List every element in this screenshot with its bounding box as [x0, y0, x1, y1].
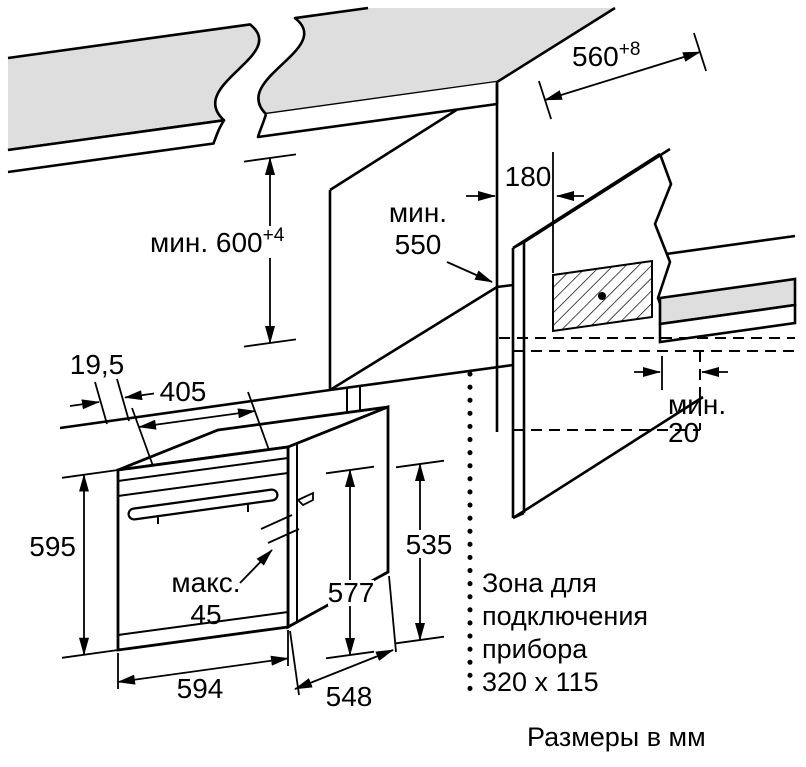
- connection-zone-text-3: прибора: [482, 634, 588, 664]
- label-top-width: 405: [160, 376, 207, 407]
- niche-cabinet: [59, 84, 514, 434]
- label-handle-depth-1: макс.: [171, 567, 240, 598]
- countertop-right-face: [658, 303, 797, 344]
- label-backings: [146, 226, 462, 606]
- label-rear-gap-2: 20: [668, 417, 699, 448]
- countertop-right: [653, 153, 797, 344]
- worktop-front-right: [256, 82, 499, 139]
- label-front-width: 594: [177, 673, 224, 704]
- label-niche-depth-1: мин.: [389, 197, 447, 228]
- units-note: Размеры в мм: [527, 722, 706, 752]
- dim-handle-depth: [239, 514, 300, 584]
- label-socket-offset: 180: [505, 161, 552, 192]
- label-inner-height: 577: [328, 577, 375, 608]
- labels: 560+8 180 мин. 550 мин. 600+4 мин. 20 19…: [29, 39, 726, 752]
- label-rear-gap-1: мин.: [668, 389, 726, 420]
- dim-body-depth: [289, 575, 397, 696]
- label-niche-width: 560+8: [572, 39, 640, 72]
- dim-frame-offset: [69, 378, 155, 425]
- dim-socket-offset: [466, 152, 584, 273]
- dim-niche-width: [538, 32, 707, 120]
- connection-zone-text-4: 320 x 115: [482, 667, 599, 697]
- oven-handle: [127, 488, 279, 524]
- dim-front-height: [61, 469, 119, 659]
- label-niche-depth-2: 550: [395, 229, 442, 260]
- label-body-depth: 548: [326, 681, 373, 712]
- connection-zone-text-1: Зона для: [482, 568, 597, 598]
- label-front-height: 595: [29, 531, 76, 562]
- hidden-edges: [499, 337, 795, 431]
- label-body-height: 535: [406, 529, 453, 560]
- worktop: [7, 6, 616, 174]
- oven-side-latch: [296, 491, 314, 507]
- dim-rear-gap: [634, 356, 728, 390]
- connection-zone-hatch: [552, 259, 653, 333]
- dim-niche-depth-leader: [446, 261, 493, 283]
- oven: [116, 404, 390, 652]
- label-niche-height: мин. 600+4: [150, 225, 285, 258]
- connection-zone-text-2: подключения: [482, 601, 648, 631]
- worktop-top-right: [257, 6, 616, 116]
- worktop-front-left: [7, 119, 226, 174]
- worktop-top-left: [7, 23, 261, 152]
- wall-panel: [511, 147, 704, 520]
- dim-top-width: [131, 391, 270, 467]
- label-frame-offset: 19,5: [70, 349, 125, 380]
- connection-point-dot: [598, 292, 606, 300]
- dim-front-width: [117, 630, 289, 689]
- label-handle-depth-2: 45: [190, 599, 221, 630]
